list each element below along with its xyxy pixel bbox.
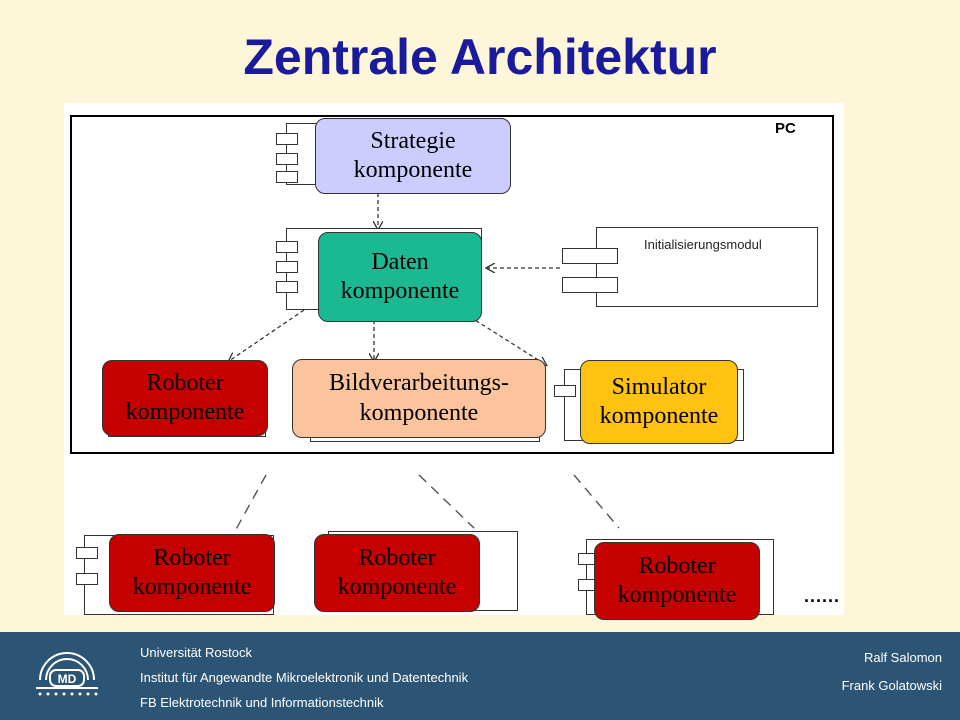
daten-uml-tab bbox=[276, 261, 298, 273]
pc-label: PC bbox=[775, 120, 796, 137]
link-pc-to-roboter-1 bbox=[233, 474, 267, 534]
strategie-component: Strategie komponente bbox=[315, 118, 511, 194]
daten-line1: Daten bbox=[371, 248, 429, 275]
daten-line2: komponente bbox=[340, 278, 460, 304]
simulator-line1: Simulator bbox=[611, 373, 707, 400]
strategie-line2: komponente bbox=[353, 157, 473, 183]
footer-university: Universität Rostock bbox=[140, 645, 252, 660]
university-logo-icon: MD bbox=[36, 652, 98, 696]
roboter-component-pc: Roboter komponente bbox=[102, 360, 268, 436]
strategie-uml-tab bbox=[276, 153, 298, 165]
init-uml-tab bbox=[562, 248, 618, 264]
architecture-diagram: PC Strategie komponente Daten komponente… bbox=[64, 103, 844, 620]
roboter-ext-uml-tab bbox=[76, 573, 98, 585]
daten-component: Daten komponente bbox=[318, 232, 482, 322]
pc-boundary bbox=[70, 115, 834, 454]
strategie-uml-tab bbox=[276, 133, 298, 145]
footer: MD Universität Rostock Institut für Ange… bbox=[0, 632, 960, 720]
footer-author-2: Frank Golatowski bbox=[841, 678, 942, 693]
logo-text: MD bbox=[58, 672, 77, 686]
simulator-component: Simulator komponente bbox=[580, 360, 738, 444]
roboter-pc-line1: Roboter bbox=[146, 369, 224, 396]
roboter-ext2-line2: komponente bbox=[337, 574, 457, 600]
strategie-uml-tab bbox=[276, 171, 298, 183]
roboter-ext1-line2: komponente bbox=[132, 574, 252, 600]
bildverarbeitung-component: Bildverarbeitungs- komponente bbox=[292, 359, 546, 438]
roboter-ext3-line1: Roboter bbox=[638, 552, 716, 579]
strategie-line1: Strategie bbox=[370, 127, 456, 154]
roboter-ext3-line2: komponente bbox=[617, 582, 737, 608]
footer-authors: Ralf Salomon Frank Golatowski bbox=[842, 644, 942, 700]
link-pc-to-roboter-3 bbox=[573, 474, 620, 529]
footer-institute: Institut für Angewandte Mikroelektronik … bbox=[140, 670, 469, 685]
roboter-pc-line2: komponente bbox=[125, 399, 245, 425]
simulator-line2: komponente bbox=[599, 403, 719, 429]
roboter-component-ext-2: Roboter komponente bbox=[314, 534, 480, 612]
page-title: Zentrale Architektur bbox=[243, 29, 717, 85]
roboter-ext1-line1: Roboter bbox=[153, 544, 231, 571]
init-uml-body bbox=[596, 227, 818, 307]
link-pc-to-roboter-2 bbox=[418, 474, 475, 529]
footer-author-1: Ralf Salomon bbox=[863, 650, 942, 665]
bild-line2: komponente bbox=[359, 399, 479, 426]
roboter-ext2-line1: Roboter bbox=[358, 544, 436, 571]
roboter-ext-uml-tab bbox=[76, 547, 98, 559]
roboter-component-ext-1: Roboter komponente bbox=[109, 534, 275, 612]
bild-line1: Bildverarbeitungs- bbox=[329, 370, 509, 397]
daten-uml-tab bbox=[276, 241, 298, 253]
more-indicator: ...... bbox=[804, 586, 841, 606]
roboter-component-ext-3: Roboter komponente bbox=[594, 542, 760, 620]
footer-faculty: FB Elektrotechnik und Informationstechni… bbox=[140, 695, 384, 710]
simulator-uml-tab bbox=[554, 385, 576, 397]
footer-institution: Universität Rostock Institut für Angewan… bbox=[140, 640, 468, 715]
init-uml-tab bbox=[562, 277, 618, 293]
arrow-daten-to-simulator bbox=[463, 312, 546, 365]
init-module-label: Initialisierungsmodul bbox=[644, 237, 762, 252]
daten-uml-tab bbox=[276, 281, 298, 293]
arrow-daten-to-roboter bbox=[229, 309, 305, 361]
